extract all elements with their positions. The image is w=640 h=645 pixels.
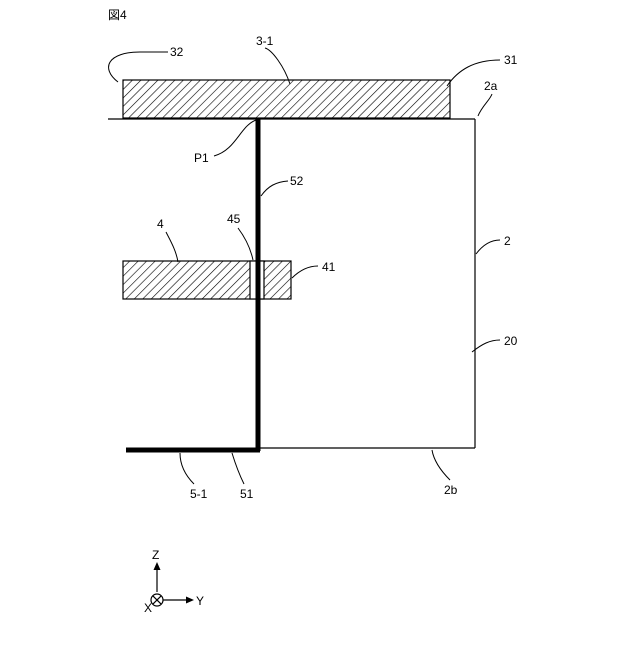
axis-label-x: X [144,601,152,615]
label-2b: 2b [444,483,458,497]
label-41: 41 [322,260,336,274]
label-32: 32 [170,45,184,59]
axes-indicator: Z X Y [144,548,204,615]
leader-41 [292,266,318,278]
hatched-top-member [123,80,450,118]
leader-2a [478,94,492,116]
leader-4 [166,232,178,262]
leader-45 [238,228,253,260]
label-P1: P1 [194,151,209,165]
leader-2b [432,450,450,480]
label-3-1: 3-1 [256,34,274,48]
leader-32 [109,52,168,82]
leader-2 [476,240,500,254]
label-31: 31 [504,53,518,67]
leader-52 [261,181,288,196]
label-45: 45 [227,212,241,226]
label-4: 4 [157,217,164,231]
leader-3-1 [265,48,290,84]
leader-51 [232,453,244,484]
label-20: 20 [504,334,518,348]
axis-label-y: Y [196,594,204,608]
hatched-member-4 [123,261,291,299]
label-2a: 2a [484,79,498,93]
axis-label-z: Z [152,548,159,562]
leader-P1 [214,120,256,156]
label-51: 51 [240,487,254,501]
label-2: 2 [504,234,511,248]
label-52: 52 [290,174,304,188]
label-5-1: 5-1 [190,487,208,501]
y-arrowhead [186,597,194,604]
figure-number: 図4 [108,8,127,22]
z-arrowhead [154,562,161,570]
leader-20 [472,340,500,352]
leader-5-1 [180,453,194,484]
